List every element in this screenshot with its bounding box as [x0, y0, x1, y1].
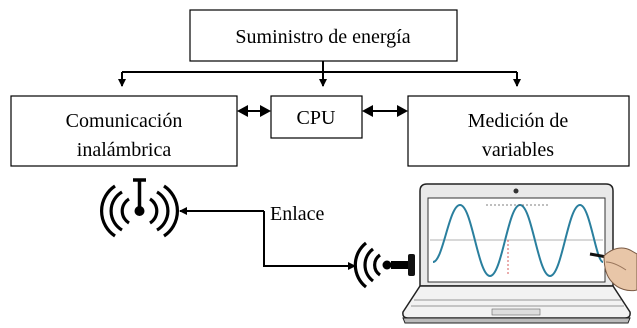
- measurement-label-line2: variables: [482, 139, 554, 161]
- link-label: Enlace: [270, 203, 325, 225]
- measurement-block: Medición de variables: [407, 95, 630, 167]
- cpu-measurement-bidirectional-arrow: [362, 105, 408, 117]
- power-distribution-arrows: [118, 61, 521, 87]
- wireless-signal-icon: [353, 241, 415, 289]
- hand-with-pen-icon: [589, 247, 637, 292]
- wireless-link-connector: [179, 207, 356, 270]
- wireless-communication-label-line1: Comunicación: [66, 110, 183, 132]
- measurement-label-line1: Medición de: [468, 110, 569, 132]
- laptop-icon: [402, 183, 631, 324]
- power-supply-label: Suministro de energía: [235, 26, 410, 48]
- wireless-communication-block: Comunicación inalámbrica: [10, 95, 238, 167]
- cpu-block: CPU: [270, 95, 363, 139]
- comm-cpu-bidirectional-arrow: [237, 105, 271, 117]
- cpu-label: CPU: [297, 107, 336, 129]
- power-supply-block: Suministro de energía: [189, 9, 458, 62]
- antenna-icon: [100, 178, 179, 238]
- wireless-communication-label-line2: inalámbrica: [77, 139, 172, 161]
